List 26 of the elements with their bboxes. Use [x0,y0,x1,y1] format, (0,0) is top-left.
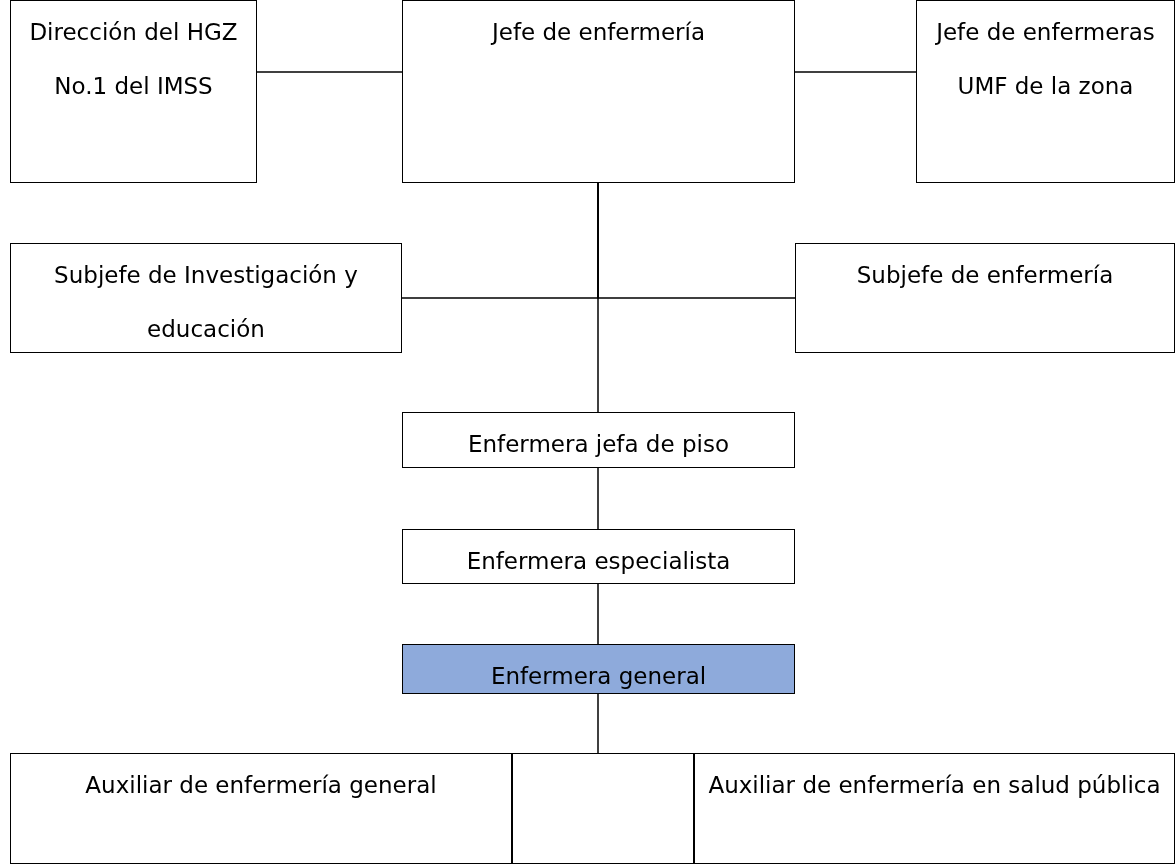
role-label: Enfermera jefa de piso [467,430,730,459]
connector-line [794,71,917,73]
connector-line [256,71,403,73]
connector-line [597,583,599,645]
role-label: Enfermera general [489,662,708,691]
org-box [694,753,1175,864]
role-label: Subjefe de Investigación y educación [53,261,359,344]
role-label: Auxiliar de enfermería general [84,771,438,800]
org-box [402,412,795,468]
role-label: Jefe de enfermeras UMF de la zona [934,18,1156,101]
connector-line [597,693,599,754]
connector-line [597,467,599,530]
role-label: Subjefe de enfermería [855,261,1115,290]
org-box [10,243,402,353]
role-label: Auxiliar de enfermería en salud pública [707,771,1162,800]
connector-line [597,182,599,413]
org-box [795,243,1175,353]
org-box [916,0,1175,183]
role-label: Dirección del HGZ No.1 del IMSS [28,18,239,101]
org-box [10,753,512,864]
role-label: Jefe de enfermería [489,18,707,47]
org-box [402,644,795,694]
role-label: Enfermera especialista [465,547,732,576]
org-box [402,529,795,584]
org-box [10,0,257,183]
org-box [402,0,795,183]
